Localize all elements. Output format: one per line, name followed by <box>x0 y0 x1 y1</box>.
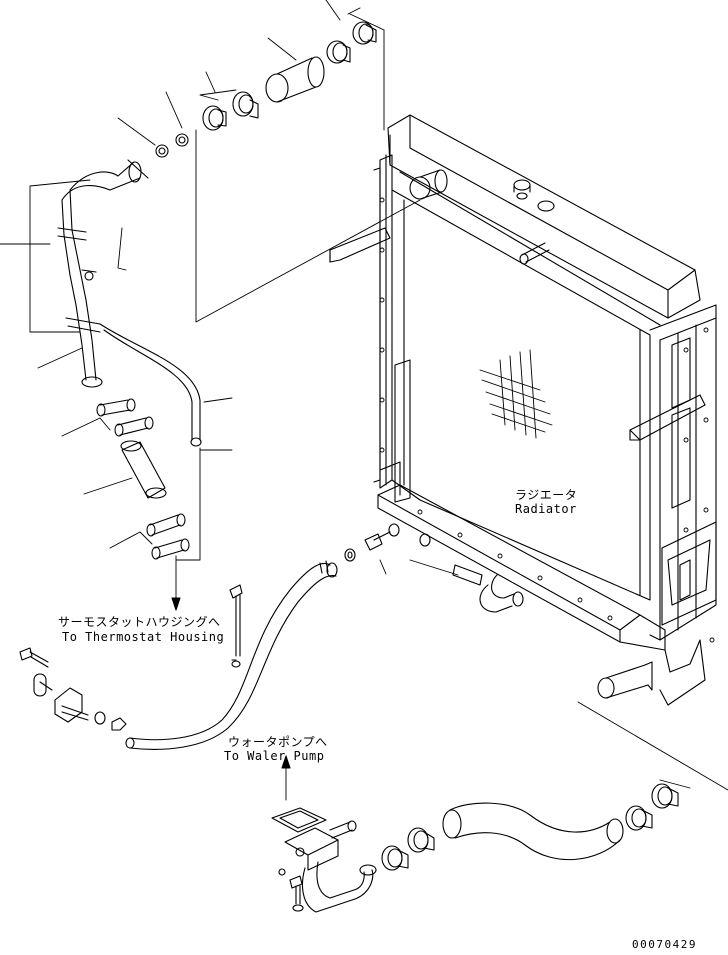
thermostat-label-jp: サーモスタットハウジングへ <box>58 615 221 629</box>
water-pump-piping <box>271 701 728 913</box>
radiator-label-jp: ラジエータ <box>515 488 578 502</box>
water-pump-label-jp: ウォータポンプへ <box>228 735 328 749</box>
upper-hose-parts <box>117 0 421 323</box>
radiator-holes <box>379 197 715 643</box>
radiator-assembly <box>329 114 717 706</box>
small-hose-parts <box>61 397 233 611</box>
radiator-label-en: Radiator <box>515 502 577 516</box>
document-number: 00070429 <box>632 938 697 951</box>
water-pump-label-en: To Waler Pump <box>224 749 325 763</box>
core-mesh <box>479 349 553 439</box>
drain-hose-assembly <box>19 523 459 750</box>
filler-pipe-assembly <box>0 159 202 447</box>
thermostat-label-en: To Thermostat Housing <box>62 630 225 644</box>
